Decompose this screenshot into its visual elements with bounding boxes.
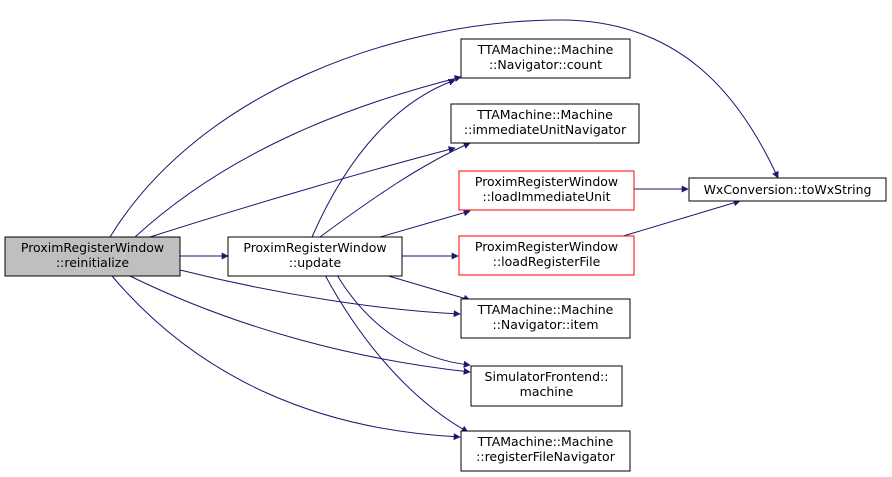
edge-update-to-navigator-item — [384, 274, 471, 302]
node-simulator-machine[interactable]: SimulatorFrontend:: machine — [470, 365, 623, 407]
node-update-line1: ProximRegisterWindow — [243, 240, 386, 255]
edge-update-to-immediate-unit-navigator — [319, 142, 471, 238]
node-reinitialize-line1: ProximRegisterWindow — [21, 240, 164, 255]
node-reinitialize[interactable]: ProximRegisterWindow ::reinitialize — [4, 236, 181, 277]
node-immediate-unit-navigator[interactable]: TTAMachine::Machine ::immediateUnitNavig… — [450, 103, 640, 144]
node-navigator-item-line1: TTAMachine::Machine — [477, 302, 614, 317]
edge-reinitialize-to-immediate-unit-navigator — [149, 146, 456, 238]
node-register-file-navigator-line2: ::registerFileNavigator — [476, 449, 616, 464]
node-register-file-navigator-line1: TTAMachine::Machine — [477, 434, 614, 449]
edge-update-to-register-file-navigator — [324, 274, 469, 433]
node-navigator-item-line2: ::Navigator::item — [492, 317, 598, 332]
edge-update-to-simulator-machine — [336, 274, 471, 368]
node-navigator-item[interactable]: TTAMachine::Machine ::Navigator::item — [460, 298, 631, 339]
edges — [109, 19, 779, 441]
edge-reinitialize-to-register-file-navigator — [111, 275, 461, 441]
node-navigator-count[interactable]: TTAMachine::Machine ::Navigator::count — [460, 38, 631, 79]
node-load-immediate-unit[interactable]: ProximRegisterWindow ::loadImmediateUnit — [458, 170, 635, 211]
node-load-register-file-line1: ProximRegisterWindow — [475, 239, 618, 254]
node-simulator-machine-line2: machine — [520, 384, 574, 399]
edge-reinitialize-to-navigator-count — [134, 75, 462, 238]
node-immediate-unit-navigator-line2: ::immediateUnitNavigator — [464, 122, 627, 137]
node-simulator-machine-line1: SimulatorFrontend:: — [485, 369, 609, 384]
node-register-file-navigator[interactable]: TTAMachine::Machine ::registerFileNaviga… — [460, 430, 631, 472]
edge-load-register-file-to-towxstring — [619, 199, 741, 238]
edge-update-to-load-immediate-unit — [379, 209, 471, 238]
node-navigator-count-line2: ::Navigator::count — [489, 57, 602, 72]
node-load-immediate-unit-line1: ProximRegisterWindow — [475, 174, 618, 189]
node-navigator-count-line1: TTAMachine::Machine — [477, 42, 614, 57]
node-load-immediate-unit-line2: ::loadImmediateUnit — [483, 189, 611, 204]
node-to-wx-string[interactable]: WxConversion::toWxString — [688, 177, 887, 202]
node-immediate-unit-navigator-line1: TTAMachine::Machine — [476, 107, 613, 122]
node-to-wx-string-line1: WxConversion::toWxString — [704, 182, 872, 197]
edge-reinitialize-to-towxstring — [109, 19, 779, 238]
node-load-register-file[interactable]: ProximRegisterWindow ::loadRegisterFile — [458, 235, 635, 276]
node-update[interactable]: ProximRegisterWindow ::update — [227, 236, 403, 277]
edge-reinitialize-to-navigator-item — [179, 269, 461, 318]
edge-update-to-navigator-count — [311, 78, 456, 238]
node-update-line2: ::update — [289, 255, 342, 270]
node-load-register-file-line2: ::loadRegisterFile — [493, 254, 601, 269]
edge-reinitialize-to-simulator-machine — [129, 275, 471, 375]
node-reinitialize-line2: ::reinitialize — [56, 255, 129, 270]
